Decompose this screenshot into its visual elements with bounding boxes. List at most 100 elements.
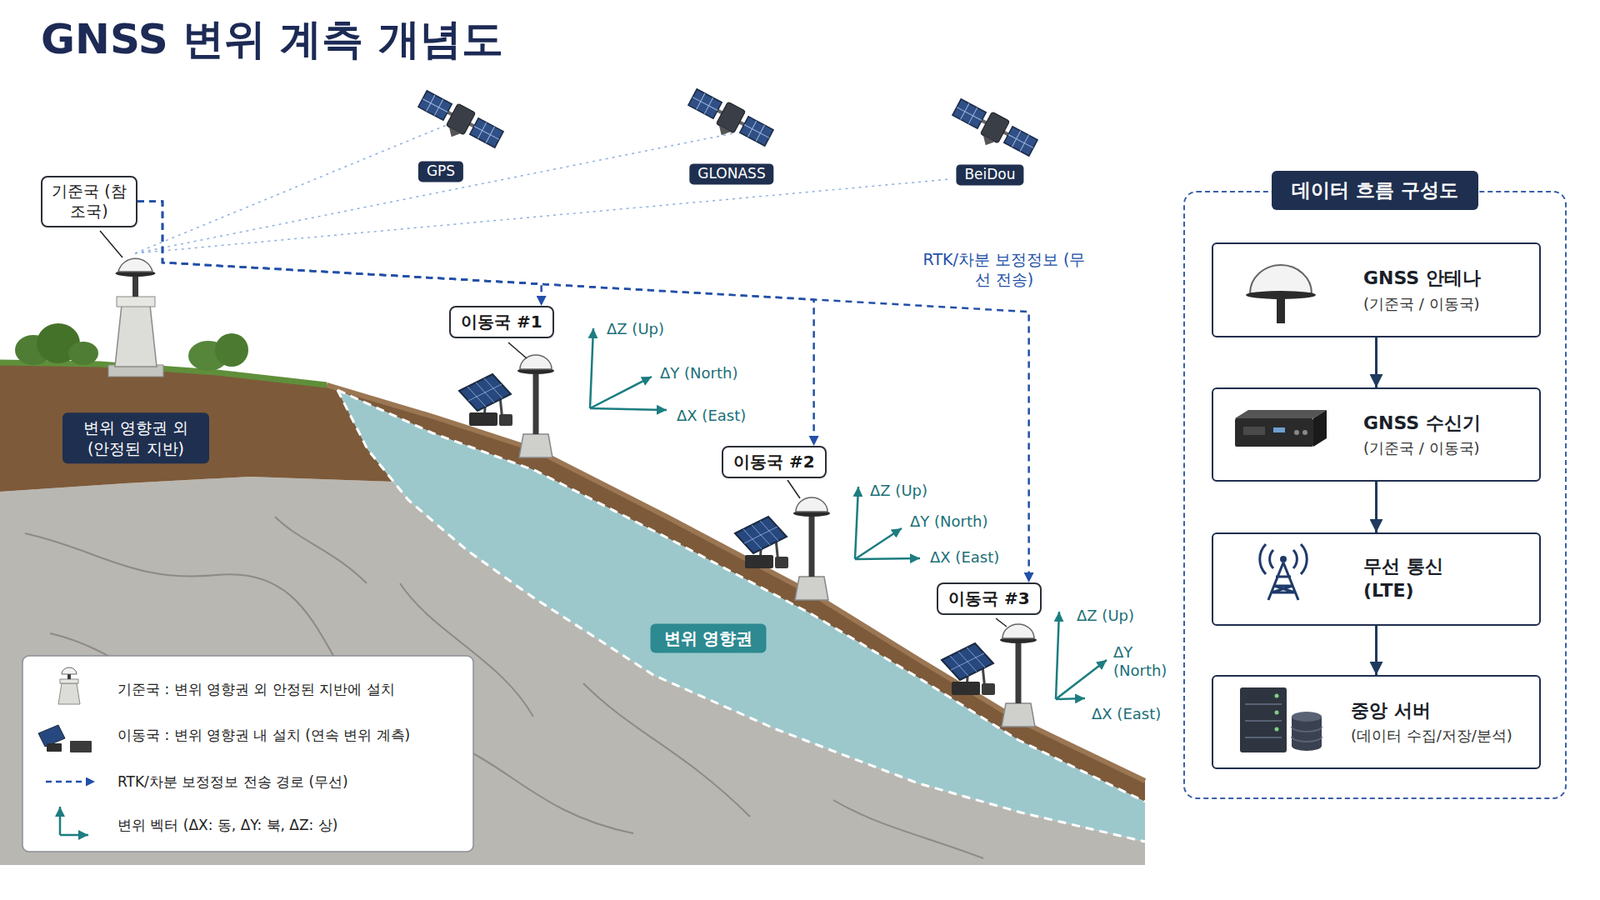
node-title: GPS: [426, 162, 455, 180]
legend-rtk-line: [45, 781, 95, 783]
rtk-correction-link: [137, 201, 542, 306]
node-title: 이동국 #3: [948, 588, 1030, 610]
axis-label: ΔX (East): [930, 548, 1000, 567]
node-title: 중앙 서버: [1350, 699, 1540, 724]
legend-text: RTK/차분 보정정보 전송 경로 (무선): [117, 772, 349, 791]
leader-line: [100, 230, 123, 258]
reference-station-callout: 기준국 (참조국): [40, 175, 138, 228]
satellite-signal-line: [135, 119, 950, 254]
rtk-correction-link: [137, 201, 815, 446]
displacement-zone-label: 변위 영향권: [650, 624, 767, 654]
node-subtitle: (기준국 / 이동국): [1363, 438, 1540, 458]
leader-line: [100, 230, 1007, 627]
reference-station-icon: [115, 305, 157, 367]
reference-station-icon: [108, 258, 164, 377]
transmission-label: RTK/차분 보정정보 (무선 전송): [916, 250, 1092, 290]
displacement-axis: [590, 376, 652, 409]
server-icon: [1291, 716, 1322, 751]
displacement-axis: [855, 558, 920, 560]
data-flow-arrow: [1375, 337, 1378, 388]
node-title: 무선 통신 (LTE): [1363, 555, 1455, 603]
reference-station-icon: [116, 296, 155, 307]
rover-station-icon: [735, 497, 830, 600]
receiver-icon: [1294, 430, 1300, 435]
data-flow-arrow: [1375, 481, 1378, 533]
axis-label: ΔY (North): [910, 512, 988, 531]
node-subtitle: (데이터 수집/저장/분석): [1350, 725, 1540, 745]
terrain: [0, 323, 1145, 865]
axis-label: ΔY (North): [1113, 643, 1174, 680]
server-icon: [1240, 687, 1322, 753]
node-title: 변위 영향권 외 (안정된 지반): [72, 417, 200, 459]
legend-pillar-icon: [60, 679, 79, 684]
axis-label: ΔZ (Up): [606, 320, 665, 339]
displacement-axis: [590, 328, 594, 409]
antenna-icon: [1250, 265, 1312, 294]
node-title: 기준국 (참조국): [49, 181, 130, 222]
reference-station-icon: [118, 258, 153, 272]
leader-line: [995, 618, 1007, 627]
legend-pillar-icon: [58, 667, 80, 705]
displacement-axis: [855, 486, 859, 560]
tower-icon: [1260, 544, 1307, 600]
reference-station-icon: [132, 273, 139, 297]
data-flow-arrow: [1375, 625, 1378, 675]
node-title: BeiDou: [964, 165, 1015, 184]
node-title: 이동국 #1: [460, 311, 543, 333]
server-icon: [1275, 694, 1280, 699]
axis-label: ΔZ (Up): [870, 481, 928, 500]
rtk-correction-link: [137, 201, 1030, 583]
receiver-icon: [1235, 410, 1327, 419]
grass-strip: [0, 362, 327, 385]
data-flow-panel: 데이터 흐름 구성도GNSS 안테나(기준국 / 이동국)GNSS 수신기(기준…: [1183, 190, 1567, 800]
node-title: 데이터 흐름 구성도: [1271, 170, 1479, 210]
receiver-icon: [1273, 427, 1285, 433]
flow-step-box: GNSS 수신기(기준국 / 이동국): [1211, 387, 1541, 482]
server-icon: [1275, 710, 1280, 715]
legend-station-icon: [38, 725, 92, 753]
rover-station-label: 이동국 #2: [721, 445, 827, 479]
server-icon: [1240, 687, 1287, 753]
legend-axis-icon: [60, 834, 89, 837]
server-icon: [1291, 711, 1322, 722]
legend-rtk-line: [45, 780, 95, 784]
axis-label: ΔX (East): [676, 406, 746, 425]
satellite-icon: [683, 85, 775, 155]
leader-line: [787, 480, 800, 499]
rover-station-label: 이동국 #1: [449, 305, 555, 339]
rover-station-icon: [941, 624, 1037, 727]
node-title: 변위 영향권: [664, 628, 754, 650]
satellite-signal-line: [135, 119, 461, 254]
stable-ground-label: 변위 영향권 외 (안정된 지반): [62, 412, 210, 464]
legend-text: 이동국 : 변위 영향권 내 설치 (연속 변위 계측): [117, 725, 410, 745]
antenna-icon: [1245, 290, 1316, 300]
satellite-label: GPS: [418, 160, 464, 182]
bush: [68, 341, 99, 365]
legend-box: [22, 655, 474, 852]
displacement-axis: [1055, 611, 1060, 700]
satellite-signal-line: [135, 133, 734, 254]
node-title: GNSS 안테나: [1363, 266, 1540, 291]
node-title: GNSS 수신기: [1363, 411, 1540, 436]
bush: [215, 333, 249, 367]
server-icon: [1245, 704, 1282, 738]
legend-axis-icon: [60, 806, 89, 835]
receiver-icon: [1235, 410, 1327, 447]
receiver-icon: [1302, 430, 1308, 435]
receiver-icon: [1243, 426, 1265, 435]
displacement-axis: [1055, 698, 1085, 700]
legend-box: [22, 655, 474, 852]
displacement-axis: [855, 528, 902, 560]
satellite-icon: [947, 95, 1040, 165]
axis-label: ΔX (East): [1091, 705, 1161, 724]
displacement-axis: [590, 408, 667, 410]
leader-line: [508, 342, 527, 359]
server-icon: [1291, 726, 1322, 742]
rover-station-icon: [459, 355, 555, 458]
axis-label: ΔZ (Up): [1076, 606, 1135, 625]
legend-pillar-icon: [58, 683, 80, 705]
satellite-icon: [413, 87, 505, 157]
server-icon: [1275, 727, 1280, 732]
axis-label: ΔY (North): [660, 364, 738, 383]
